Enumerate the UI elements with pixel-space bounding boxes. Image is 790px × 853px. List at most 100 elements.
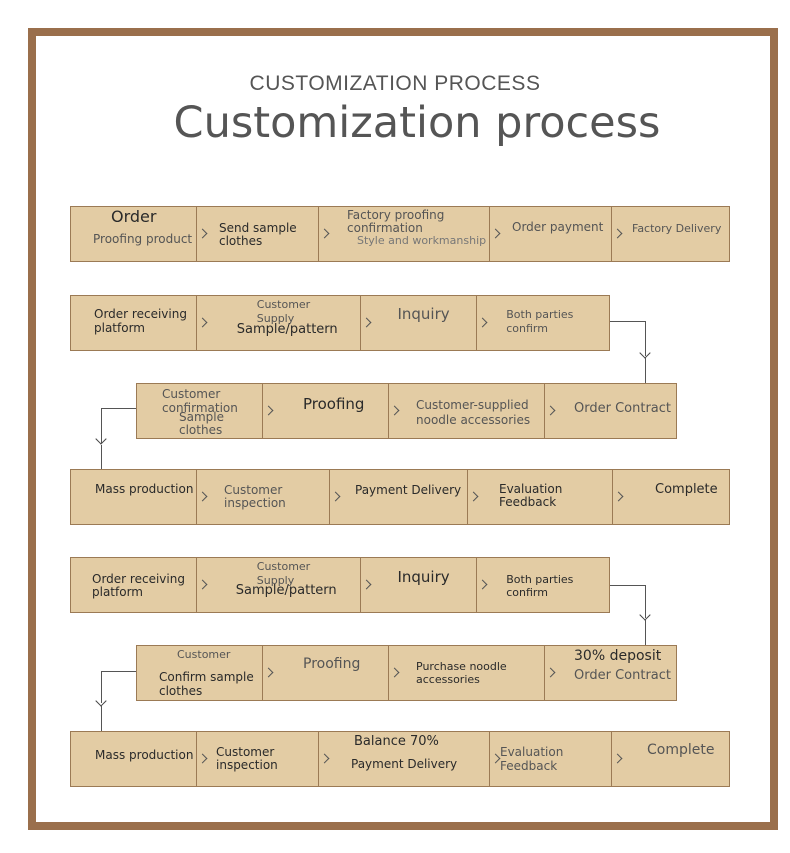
step-label: Customer (224, 483, 283, 497)
step-sublabel: Sample (179, 410, 224, 424)
step-purchase-accessories: Purchase noodle accessories (388, 646, 544, 700)
page-title: Customization process (173, 98, 661, 148)
step-label: Evaluation (500, 745, 564, 759)
step-evaluation-feedback-2: Evaluation Feedback (489, 732, 611, 786)
step-label: Order (111, 207, 157, 226)
step-label: Customer (256, 298, 311, 311)
step-customer-confirmation: Customer confirmation Sample clothes (137, 384, 262, 438)
step-label-2: Supply (256, 574, 295, 587)
step-sublabel: clothes (159, 684, 203, 698)
step-order-contract: Order Contract (544, 384, 676, 438)
step-label: Customer (256, 560, 311, 573)
process-row-5: Order receiving platform Customer Supply… (70, 557, 610, 613)
step-label-2: confirm (506, 586, 548, 599)
step-label: Complete (655, 482, 718, 497)
step-label: Customer-supplied (416, 398, 529, 412)
step-label: Mass production (95, 482, 194, 496)
step-label: Payment Delivery (355, 483, 462, 497)
step-sublabel: Sample/pattern (235, 583, 337, 598)
step-label-2: inspection (224, 496, 286, 510)
step-label: Factory proofing (347, 208, 445, 222)
step-label-2: Feedback (500, 759, 558, 773)
step-evaluation-feedback: Evaluation Feedback (467, 470, 612, 524)
step-confirm-sample: Customer Confirm sample clothes (137, 646, 262, 700)
step-inquiry: Inquiry (360, 296, 476, 350)
connector-line (610, 585, 646, 586)
step-label-2: Supply (256, 312, 295, 325)
step-complete: Complete (612, 470, 729, 524)
step-label: Evaluation (499, 482, 563, 496)
step-label-2: clothes (219, 234, 263, 248)
connector-line (610, 321, 646, 322)
step-complete-2: Complete (611, 732, 729, 786)
step-label: Proofing (303, 656, 361, 672)
process-row-6: Customer Confirm sample clothes Proofing… (136, 645, 677, 701)
step-label-2: Feedback (499, 495, 557, 509)
step-order: Order Proofing product (71, 207, 196, 261)
step-label: Purchase noodle (416, 660, 507, 673)
step-label: Mass production (95, 748, 194, 762)
connector-line (101, 408, 102, 443)
connector-line (101, 671, 136, 672)
process-row-1: Order Proofing product Send sample cloth… (70, 206, 730, 262)
step-order-receiving-2: Order receiving platform (71, 558, 196, 612)
step-customer-inspection: Customer inspection (196, 470, 329, 524)
step-label: Order receiving (92, 572, 185, 586)
process-row-3: Customer confirmation Sample clothes Pro… (136, 383, 677, 439)
step-sublabel: Sample/pattern (236, 322, 338, 337)
connector-line (645, 585, 646, 618)
step-label: Proofing (303, 395, 365, 413)
step-customer-inspection-2: Customer inspection (196, 732, 318, 786)
connector-line (101, 671, 102, 703)
step-label-2: confirmation (162, 401, 238, 415)
step-deposit-contract: 30% deposit Order Contract (544, 646, 676, 700)
step-label: Factory Delivery (632, 222, 722, 235)
subtitle-upper: CUSTOMIZATION PROCESS (249, 72, 541, 95)
step-customer-supplied: Customer-supplied noodle accessories (388, 384, 544, 438)
step-factory-proofing: Factory proofing confirmation Style and … (318, 207, 489, 261)
step-order-receiving: Order receiving platform (71, 296, 196, 350)
step-label-2: platform (92, 585, 143, 599)
step-proofing: Proofing (262, 384, 388, 438)
connector-line (645, 358, 646, 383)
step-label-2: platform (94, 321, 145, 335)
step-label: Send sample (219, 221, 297, 235)
step-factory-delivery: Factory Delivery (611, 207, 729, 261)
connector-line (101, 706, 102, 731)
step-inquiry-2: Inquiry (360, 558, 476, 612)
step-label: Order payment (512, 220, 604, 234)
step-payment-delivery: Payment Delivery (329, 470, 467, 524)
connector-line (645, 321, 646, 356)
step-label-2: confirm (506, 322, 548, 335)
step-label: 30% deposit (574, 648, 662, 664)
step-label: Inquiry (397, 568, 450, 586)
step-label-2: inspection (216, 758, 278, 772)
step-label-2: Payment Delivery (351, 757, 458, 771)
process-row-4: Mass production Customer inspection Paym… (70, 469, 730, 525)
step-send-sample: Send sample clothes (196, 207, 318, 261)
step-sublabel: Proofing product (93, 232, 193, 246)
step-label: Complete (647, 742, 715, 758)
connector-line (645, 620, 646, 645)
step-label: Inquiry (397, 305, 450, 323)
step-label: Order Contract (574, 401, 671, 416)
step-label-2: Order Contract (574, 668, 671, 683)
step-customer-supply: Customer Supply Sample/pattern (195, 296, 361, 350)
step-sublabel-2: clothes (179, 423, 223, 437)
step-label: Customer (162, 387, 221, 401)
step-label: Both parties (506, 573, 574, 586)
step-proofing-2: Proofing (262, 646, 388, 700)
step-both-parties-confirm-2: Both parties confirm (476, 558, 609, 612)
step-label: Order receiving (94, 307, 187, 321)
step-mass-production: Mass production (71, 470, 196, 524)
step-label: Balance 70% (354, 734, 439, 749)
step-label: Both parties (506, 308, 574, 321)
step-label-2: confirmation (347, 221, 423, 235)
step-label: Customer (216, 745, 275, 759)
step-label-2: accessories (416, 673, 480, 686)
step-order-payment: Order payment (489, 207, 611, 261)
step-both-parties-confirm: Both parties confirm (476, 296, 609, 350)
step-mass-production-2: Mass production (71, 732, 196, 786)
connector-line (101, 445, 102, 469)
step-label: Customer (177, 648, 231, 661)
